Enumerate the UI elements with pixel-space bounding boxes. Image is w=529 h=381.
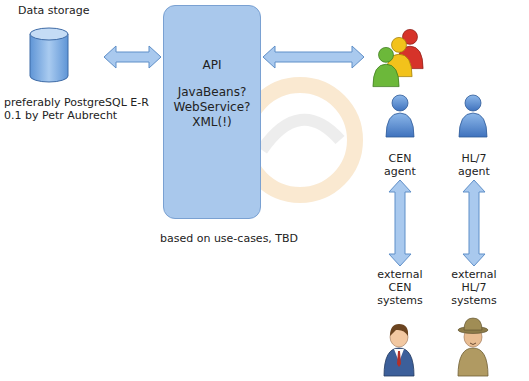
node-title: API bbox=[203, 58, 222, 73]
mouth bbox=[470, 343, 476, 345]
agent-group-icon bbox=[373, 29, 423, 86]
double-arrow bbox=[263, 46, 364, 68]
shirt bbox=[458, 348, 488, 376]
external-system-node: external HL/7 systems bbox=[440, 268, 508, 378]
storage-note: preferably PostgreSQL E-R 0.1 by Petr Au… bbox=[4, 96, 164, 122]
agent-node: CEN agent bbox=[366, 26, 434, 178]
suit bbox=[384, 348, 414, 376]
api-box: API JavaBeans? WebService? XML(!) bbox=[163, 5, 261, 219]
watermark bbox=[245, 85, 355, 195]
double-arrow bbox=[104, 46, 161, 68]
cen-agent-icon bbox=[386, 95, 414, 137]
watermark-ring bbox=[245, 85, 355, 195]
watermark-swirl bbox=[262, 120, 340, 150]
node-title: Data storage bbox=[18, 4, 90, 17]
database-cylinder bbox=[30, 28, 68, 82]
api-note: based on use-cases, TBD bbox=[160, 232, 320, 245]
external-hl7-person bbox=[458, 318, 488, 376]
hair bbox=[390, 324, 408, 336]
database-node: Data storage bbox=[18, 4, 102, 86]
node-title: CEN agent bbox=[374, 152, 426, 178]
agent-node: HL/7 agent bbox=[440, 88, 508, 178]
node-title: external CEN systems bbox=[374, 268, 426, 307]
cylinder-top bbox=[30, 28, 68, 40]
external-system-node: external CEN systems bbox=[366, 268, 434, 378]
tie bbox=[397, 351, 401, 367]
double-arrow bbox=[389, 180, 411, 266]
cylinder-body bbox=[30, 34, 68, 82]
node-title: HL/7 agent bbox=[448, 152, 500, 178]
external-cen-person bbox=[384, 324, 414, 376]
double-arrow bbox=[463, 180, 485, 266]
hat-crown bbox=[464, 318, 482, 330]
node-title: external HL/7 systems bbox=[448, 268, 500, 307]
green-person bbox=[373, 47, 399, 86]
hl7-agent-icon bbox=[459, 95, 487, 137]
node-body: JavaBeans? WebService? XML(!) bbox=[168, 85, 256, 130]
